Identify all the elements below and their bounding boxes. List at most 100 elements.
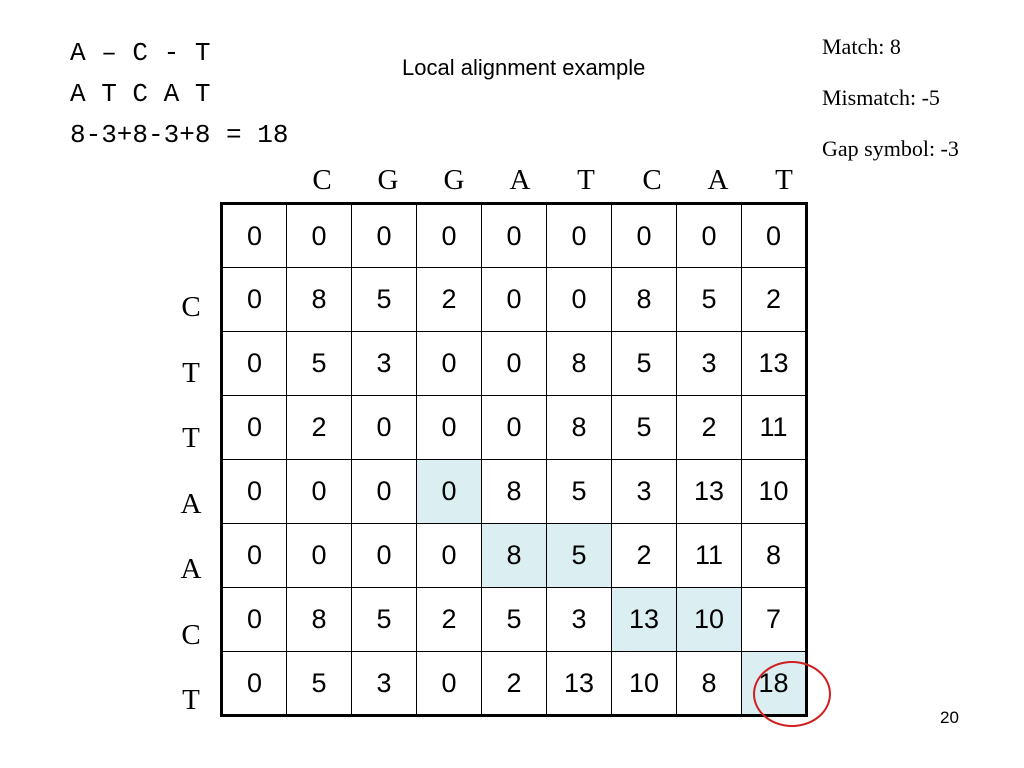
matrix-cell: 8 xyxy=(546,395,612,460)
row-letter: T xyxy=(182,356,200,389)
matrix-cell: 11 xyxy=(676,523,742,588)
matrix-cell: 11 xyxy=(741,395,807,460)
row-letter: T xyxy=(182,684,200,716)
matrix-cell: 0 xyxy=(351,523,417,588)
matrix-cell: 3 xyxy=(351,331,417,396)
alignment-line-2: A T C A T xyxy=(70,79,211,109)
matrix-cell: 13 xyxy=(546,651,612,716)
column-letter: T xyxy=(577,164,595,196)
matrix-cell: 5 xyxy=(481,587,547,652)
matrix-cell: 0 xyxy=(481,267,547,332)
column-letter: A xyxy=(707,164,729,196)
matrix-cell: 5 xyxy=(611,331,677,396)
matrix-cell: 5 xyxy=(676,267,742,332)
matrix-cell: 0 xyxy=(416,331,482,396)
matrix-cell: 8 xyxy=(741,523,807,588)
matrix-cell: 0 xyxy=(546,267,612,332)
matrix-cell: 0 xyxy=(351,203,417,268)
matrix-cell: 5 xyxy=(351,267,417,332)
matrix-cell: 10 xyxy=(676,587,742,652)
matrix-cell: 0 xyxy=(286,203,352,268)
slide-title: Local alignment example xyxy=(402,55,646,80)
matrix-cell: 0 xyxy=(221,651,287,716)
matrix-cell: 0 xyxy=(221,203,287,268)
matrix-cell: 0 xyxy=(741,203,807,268)
column-letter: G xyxy=(443,164,465,196)
matrix-cell: 0 xyxy=(481,203,547,268)
alignment-score: 8-3+8-3+8 = 18 xyxy=(70,120,289,150)
column-letter: G xyxy=(377,164,399,196)
matrix-cell: 0 xyxy=(286,459,352,524)
matrix-cell: 10 xyxy=(611,651,677,716)
matrix-cell: 5 xyxy=(351,587,417,652)
matrix-cell: 5 xyxy=(286,331,352,396)
gap-score: Gap symbol: -3 xyxy=(822,136,959,161)
matrix-cell: 0 xyxy=(221,459,287,524)
matrix-cell: 0 xyxy=(481,395,547,460)
matrix-cell: 3 xyxy=(351,651,417,716)
matrix-cell: 3 xyxy=(546,587,612,652)
matrix-cell: 0 xyxy=(286,523,352,588)
column-letter: C xyxy=(642,164,662,196)
matrix-cell: 8 xyxy=(286,587,352,652)
matrix-cell: 8 xyxy=(611,267,677,332)
column-letter: T xyxy=(775,164,793,196)
matrix-cell: 13 xyxy=(676,459,742,524)
row-letter: C xyxy=(181,291,201,323)
match-score: Match: 8 xyxy=(822,34,901,59)
matrix-cell: 8 xyxy=(286,267,352,332)
matrix-cell: 3 xyxy=(611,459,677,524)
matrix-cell: 0 xyxy=(221,587,287,652)
matrix-cell: 0 xyxy=(221,395,287,460)
column-letter: A xyxy=(509,164,531,196)
matrix-cell: 0 xyxy=(416,651,482,716)
matrix-cell: 0 xyxy=(416,203,482,268)
matrix-cell: 2 xyxy=(416,267,482,332)
matrix-cell: 0 xyxy=(221,267,287,332)
matrix-cell: 2 xyxy=(286,395,352,460)
matrix-cell: 0 xyxy=(351,459,417,524)
matrix-cell: 5 xyxy=(546,523,612,588)
matrix-cell: 5 xyxy=(611,395,677,460)
matrix-cell: 2 xyxy=(676,395,742,460)
matrix-cell: 5 xyxy=(286,651,352,716)
matrix-cell: 10 xyxy=(741,459,807,524)
row-letter: A xyxy=(180,553,202,585)
matrix-cell: 13 xyxy=(611,587,677,652)
matrix-cell: 0 xyxy=(351,395,417,460)
matrix-cell: 0 xyxy=(221,331,287,396)
matrix-cell: 0 xyxy=(676,203,742,268)
matrix-cell: 8 xyxy=(546,331,612,396)
alignment-line-1: A – C - T xyxy=(70,38,211,68)
column-letter: C xyxy=(312,164,332,196)
matrix-cell: 8 xyxy=(481,523,547,588)
matrix-cell: 8 xyxy=(676,651,742,716)
matrix-cell: 5 xyxy=(546,459,612,524)
matrix-cell: 0 xyxy=(481,331,547,396)
matrix-cell: 0 xyxy=(221,523,287,588)
matrix-cell: 0 xyxy=(416,523,482,588)
slide-number: 20 xyxy=(940,708,959,727)
matrix-cell: 2 xyxy=(611,523,677,588)
matrix-cell: 3 xyxy=(676,331,742,396)
matrix-cell: 18 xyxy=(741,651,807,716)
matrix-cell: 2 xyxy=(416,587,482,652)
matrix-cell: 0 xyxy=(546,203,612,268)
row-letter: C xyxy=(181,618,201,651)
matrix-cell: 2 xyxy=(741,267,807,332)
matrix-cell: 7 xyxy=(741,587,807,652)
matrix-cell: 8 xyxy=(481,459,547,524)
matrix-cell: 0 xyxy=(416,459,482,524)
matrix-cell: 0 xyxy=(611,203,677,268)
row-letter: A xyxy=(180,487,202,520)
matrix-cell: 13 xyxy=(741,331,807,396)
row-letter: T xyxy=(182,422,200,454)
